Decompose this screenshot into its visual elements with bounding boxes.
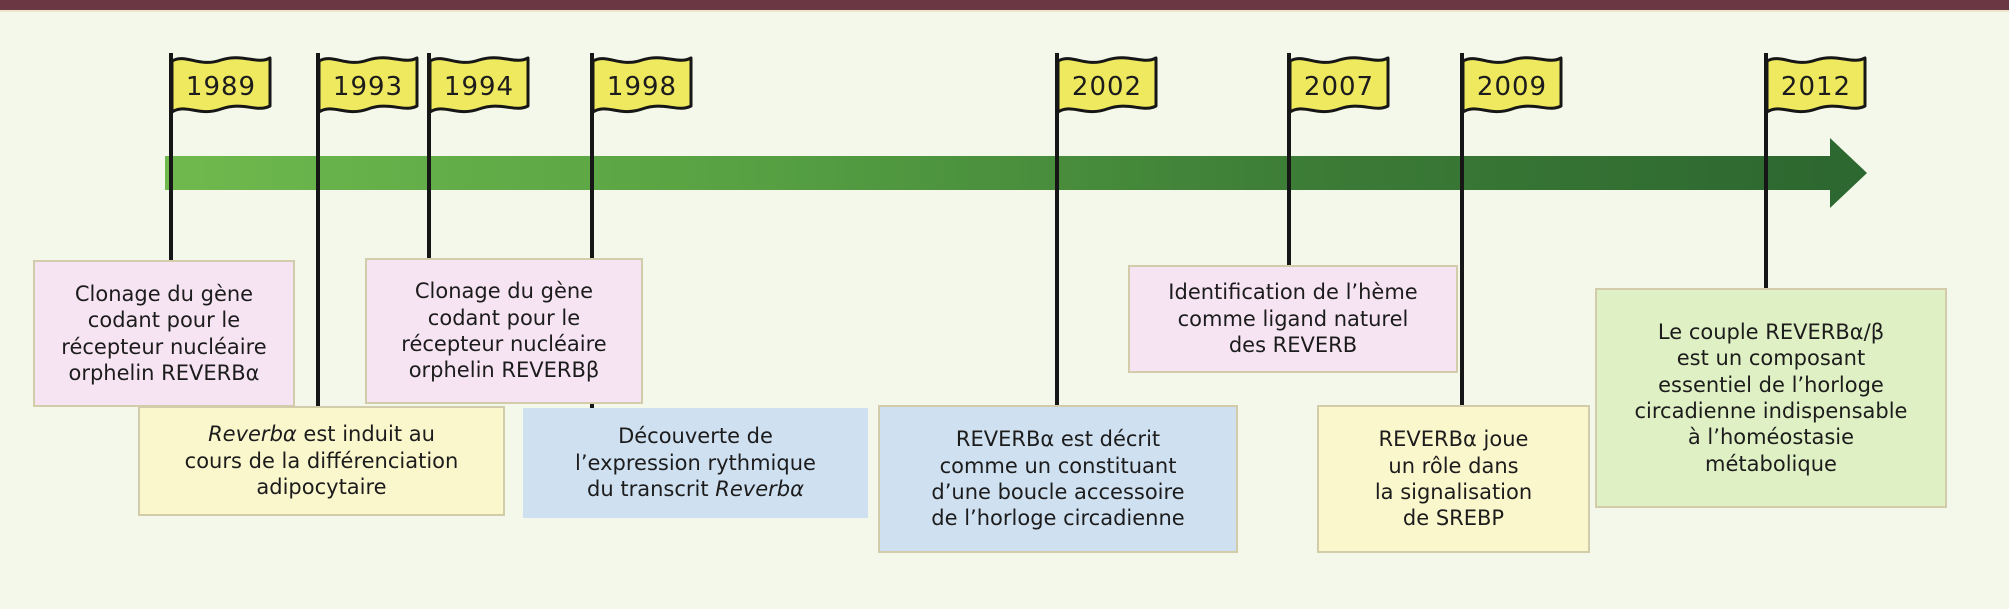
event-box-1989: Clonage du gène codant pour le récepteur… (33, 260, 295, 407)
flag-year-label: 1993 (332, 72, 404, 102)
flag-1993: 1993 (316, 51, 420, 123)
flag-1994: 1994 (427, 51, 531, 123)
flag-pole-1994 (427, 53, 431, 259)
top-accent-bar (0, 0, 2009, 10)
flag-2002: 2002 (1055, 51, 1159, 123)
flag-year-label: 1989 (185, 72, 257, 102)
flag-year-label: 1998 (606, 72, 678, 102)
flag-year-label: 2007 (1303, 72, 1375, 102)
flag-icon (1288, 56, 1390, 114)
top-accent-underline (0, 10, 2009, 12)
flag-year-label: 1994 (443, 72, 515, 102)
flag-2007: 2007 (1287, 51, 1391, 123)
flag-icon (170, 56, 272, 114)
flag-icon (1765, 56, 1867, 114)
event-box-2002: REVERBα est décrit comme un constituant … (878, 405, 1238, 553)
flag-2012: 2012 (1764, 51, 1868, 123)
timeline-arrowhead-icon (1830, 138, 1867, 208)
flag-year-label: 2002 (1071, 72, 1143, 102)
flag-pole-1993 (316, 53, 320, 407)
event-text: REVERBα joue un rôle dans la signalisati… (1374, 427, 1533, 531)
flag-pole-1989 (169, 53, 173, 260)
event-text: Le couple REVERBα/β est un composant ess… (1634, 319, 1908, 476)
flag-1998: 1998 (590, 51, 694, 123)
event-text: REVERBα est décrit comme un constituant … (931, 427, 1185, 531)
event-text: Découverte de l’expression rythmique du … (575, 424, 816, 502)
flag-1989: 1989 (169, 51, 273, 123)
event-box-2009: REVERBα joue un rôle dans la signalisati… (1317, 405, 1590, 553)
flag-icon (1056, 56, 1158, 114)
event-box-1994: Clonage du gène codant pour le récepteur… (365, 258, 643, 404)
flag-icon (428, 56, 530, 114)
flag-pole-2009 (1460, 53, 1464, 406)
event-text: Reverbα est induit au cours de la différ… (184, 422, 459, 500)
event-box-2007: Identification de l’hème comme ligand na… (1128, 265, 1458, 373)
timeline-arrow-shaft (165, 156, 1830, 190)
event-text: Identification de l’hème comme ligand na… (1168, 280, 1418, 358)
flag-pole-2002 (1055, 53, 1059, 405)
event-box-1998: Découverte de l’expression rythmique du … (523, 408, 868, 518)
flag-2009: 2009 (1460, 51, 1564, 123)
event-text: Clonage du gène codant pour le récepteur… (61, 281, 267, 385)
flag-icon (1461, 56, 1563, 114)
flag-year-label: 2012 (1780, 72, 1852, 102)
flag-pole-2007 (1287, 53, 1291, 265)
flag-pole-1998 (590, 53, 594, 409)
flag-icon (591, 56, 693, 114)
flag-icon (317, 56, 419, 114)
flag-pole-2012 (1764, 53, 1768, 289)
event-box-2012: Le couple REVERBα/β est un composant ess… (1595, 288, 1947, 508)
flag-year-label: 2009 (1476, 72, 1548, 102)
event-box-1993: Reverbα est induit au cours de la différ… (138, 406, 505, 516)
event-text: Clonage du gène codant pour le récepteur… (401, 279, 607, 383)
